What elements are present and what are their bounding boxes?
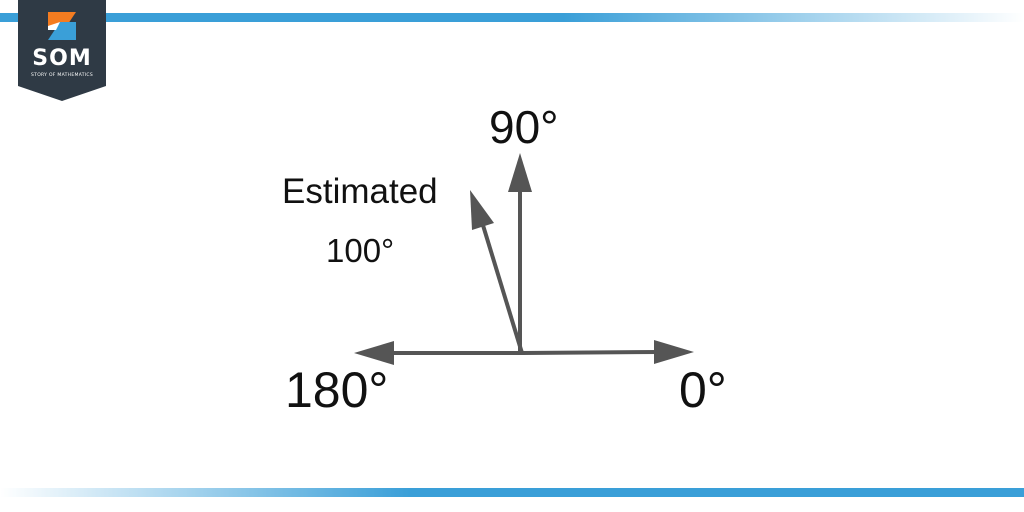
arrow-zero-degrees (522, 340, 694, 364)
logo-badge-icon (18, 0, 106, 101)
logo-text: SOM (32, 46, 92, 71)
label-one-eighty-degrees: 180° (285, 362, 389, 418)
arrow-ninety-degrees (508, 153, 532, 353)
arrow-estimated-hundred-degrees (470, 190, 524, 354)
top-accent-stripe (0, 13, 1024, 22)
bottom-accent-stripe (0, 488, 1024, 497)
label-hundred-degrees: 100° (326, 232, 395, 269)
logo-subtitle: STORY OF MATHEMATICS (31, 73, 93, 78)
label-ninety-degrees: 90° (489, 101, 559, 153)
arrow-one-eighty-degrees (354, 341, 523, 365)
som-logo: SOM STORY OF MATHEMATICS (18, 0, 106, 101)
label-zero-degrees: 0° (679, 362, 727, 418)
label-estimated: Estimated (282, 172, 438, 211)
